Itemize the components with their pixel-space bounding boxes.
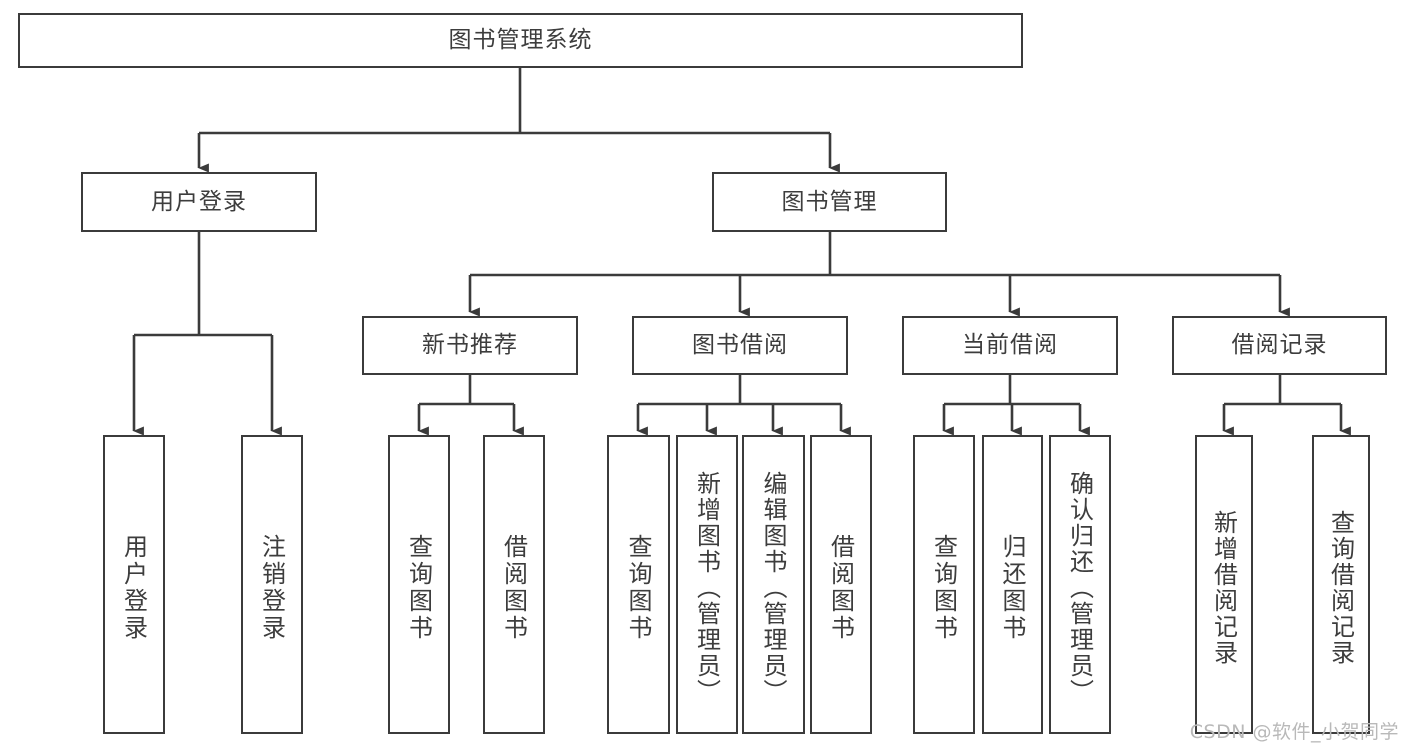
node-borrow-records[interactable]: 借阅记录 — [1172, 316, 1387, 375]
node-user-login[interactable]: 用户登录 — [81, 172, 317, 232]
leaf-query-books-current[interactable]: 查询图书 — [913, 435, 975, 734]
leaf-label: 借阅图书 — [499, 533, 528, 642]
node-label: 图书管理系统 — [448, 27, 593, 54]
leaf-query-borrow-record[interactable]: 查询借阅记录 — [1312, 435, 1370, 734]
leaf-add-borrow-record[interactable]: 新增借阅记录 — [1195, 435, 1253, 734]
leaf-label: 新增图书（管理员） — [692, 470, 721, 705]
leaf-borrow-books[interactable]: 借阅图书 — [810, 435, 872, 734]
node-label: 图书借阅 — [692, 332, 788, 359]
leaf-user-logout[interactable]: 注销登录 — [241, 435, 303, 734]
node-label: 新书推荐 — [422, 332, 518, 359]
leaf-add-book-admin[interactable]: 新增图书（管理员） — [676, 435, 738, 734]
leaf-label: 查询借阅记录 — [1326, 509, 1355, 666]
node-label: 当前借阅 — [962, 332, 1058, 359]
node-label: 借阅记录 — [1231, 332, 1328, 359]
leaf-confirm-return-admin[interactable]: 确认归还（管理员） — [1049, 435, 1111, 734]
leaf-label: 借阅图书 — [826, 533, 855, 642]
watermark-text: CSDN @软件_小贺同学 — [1189, 721, 1399, 743]
leaf-user-login[interactable]: 用户登录 — [103, 435, 165, 734]
leaf-label: 查询图书 — [624, 533, 652, 642]
leaf-borrow-books-recommend[interactable]: 借阅图书 — [483, 435, 545, 734]
leaf-return-books[interactable]: 归还图书 — [982, 435, 1043, 734]
leaf-label: 确认归还（管理员） — [1065, 470, 1094, 705]
leaf-query-books-borrow[interactable]: 查询图书 — [607, 435, 670, 734]
node-book-management[interactable]: 图书管理 — [712, 172, 947, 232]
leaf-label: 归还图书 — [998, 533, 1026, 642]
node-current-borrow[interactable]: 当前借阅 — [902, 316, 1118, 375]
leaf-label: 注销登录 — [257, 533, 286, 642]
leaf-edit-book-admin[interactable]: 编辑图书（管理员） — [742, 435, 805, 734]
leaf-query-books-recommend[interactable]: 查询图书 — [388, 435, 450, 734]
node-label: 用户登录 — [151, 188, 247, 215]
leaf-label: 编辑图书（管理员） — [759, 470, 787, 705]
node-book-borrow[interactable]: 图书借阅 — [632, 316, 848, 375]
leaf-label: 用户登录 — [119, 533, 148, 642]
node-root-system[interactable]: 图书管理系统 — [18, 13, 1023, 68]
node-new-book-recommend[interactable]: 新书推荐 — [362, 316, 578, 375]
node-label: 图书管理 — [781, 188, 878, 215]
leaf-label: 查询图书 — [929, 533, 958, 642]
leaf-label: 新增借阅记录 — [1209, 509, 1238, 666]
leaf-label: 查询图书 — [404, 533, 433, 642]
